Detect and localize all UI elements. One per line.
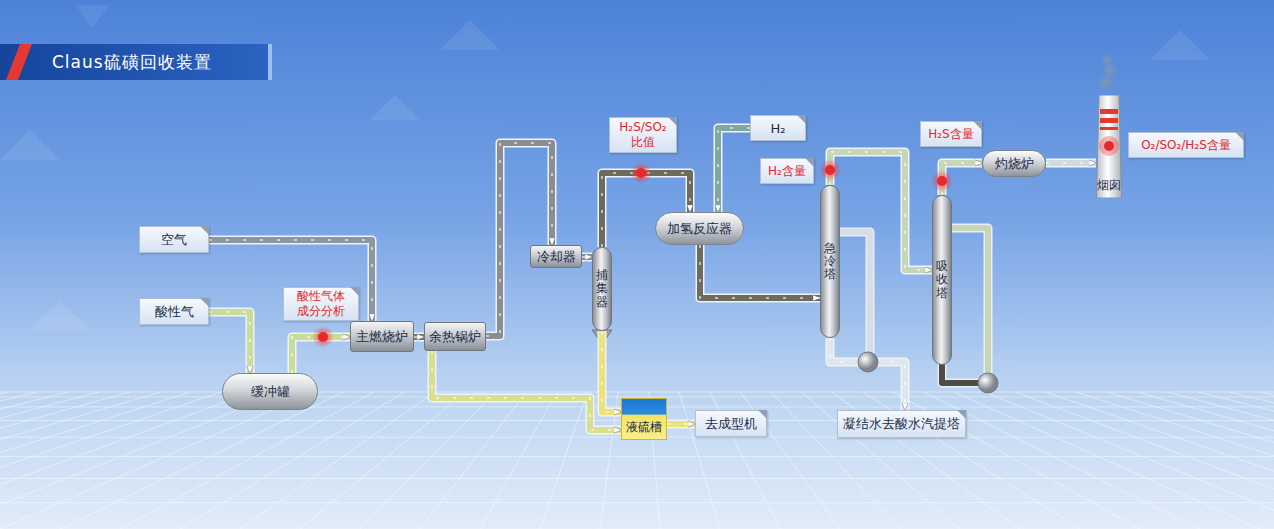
input-tag: 空气 (139, 226, 209, 253)
output-tag: 去成型机 (695, 410, 767, 437)
sensor-dot (312, 326, 334, 348)
catcher-column: 捕集器 (592, 247, 612, 331)
node-label: 凝结水去酸水汽提塔 (843, 415, 960, 433)
pipe-connector (700, 245, 820, 298)
analyzer-callout: 酸性气体 成分分析 (283, 287, 359, 321)
pipe-connector (209, 312, 250, 373)
node-label: H₂S/SO₂ 比值 (610, 120, 676, 150)
input-tag: 酸性气 (139, 298, 209, 325)
pipe-connector (486, 143, 552, 336)
boiler-box: 余热锅炉 (424, 322, 486, 351)
analyzer-callout: H₂含量 (760, 158, 814, 184)
pipe-connector (718, 128, 750, 212)
node-label: 烟囱 (1097, 177, 1121, 194)
node-label: 去成型机 (705, 415, 757, 433)
node-label: 酸性气 (155, 303, 194, 321)
pipe-connector (830, 152, 932, 270)
incinerator-vessel: 灼烧炉 (982, 150, 1046, 177)
reactor-vessel: 加氢反应器 (655, 212, 744, 245)
node-label: 空气 (161, 231, 187, 249)
sensor-dot (931, 170, 953, 192)
analyzer-callout: O₂/SO₂/H₂S含量 (1128, 132, 1244, 158)
absorber-tower: 吸收塔 (932, 195, 952, 365)
node-label: 液硫槽 (626, 419, 662, 436)
node-label: O₂/SO₂/H₂S含量 (1141, 138, 1231, 153)
separator-sphere (978, 373, 998, 393)
node-label: H₂ (771, 121, 786, 136)
chimney-stack: 烟囱 (1096, 95, 1122, 198)
deco-triangles (0, 5, 1210, 330)
pipe-connector (602, 331, 621, 412)
aux-pipes (840, 228, 988, 383)
pipe-connector (414, 337, 424, 338)
node-label: H₂S含量 (928, 127, 973, 142)
pipe-connector (667, 424, 695, 425)
pipe-connector (830, 338, 905, 410)
smoke (1100, 53, 1114, 67)
quench-tower: 急冷塔 (820, 185, 840, 338)
node-label: 灼烧炉 (995, 155, 1034, 173)
sensor-dot (630, 162, 652, 184)
cooler-box: 冷却器 (530, 245, 582, 268)
node-label: 余热锅炉 (429, 328, 481, 346)
node-label: 缓冲罐 (251, 383, 290, 401)
pipe-connector (432, 351, 621, 430)
node-label: H₂含量 (768, 164, 806, 179)
input-tag: H₂ (750, 115, 806, 141)
node-label: 酸性气体 成分分析 (284, 289, 358, 319)
analyzer-callout: H₂S含量 (920, 121, 982, 147)
banner-edge (268, 44, 272, 80)
sulfur-pit: 液硫槽 (621, 398, 667, 440)
pipe-connector (582, 257, 592, 258)
output-tag: 凝结水去酸水汽提塔 (837, 410, 966, 438)
node-label: 吸收塔 (936, 260, 948, 300)
node-label: 捕集器 (596, 269, 608, 309)
buffer-tank: 缓冲罐 (222, 373, 318, 410)
floor-grid (0, 392, 1274, 529)
sensor-dot (819, 159, 841, 181)
node-label: 急冷塔 (824, 242, 836, 282)
node-label: 主燃烧炉 (356, 328, 408, 346)
analyzer-callout: H₂S/SO₂ 比值 (609, 117, 677, 153)
node-label: 冷却器 (537, 248, 576, 266)
node-label: 加氢反应器 (667, 220, 732, 238)
furnace-box: 主燃烧炉 (350, 321, 414, 352)
pipe-connector (1046, 163, 1096, 164)
diagram-title: Claus硫磺回收装置 (52, 44, 212, 80)
separator-sphere (858, 352, 878, 372)
title-banner (0, 44, 272, 80)
banner-slash (6, 44, 32, 80)
